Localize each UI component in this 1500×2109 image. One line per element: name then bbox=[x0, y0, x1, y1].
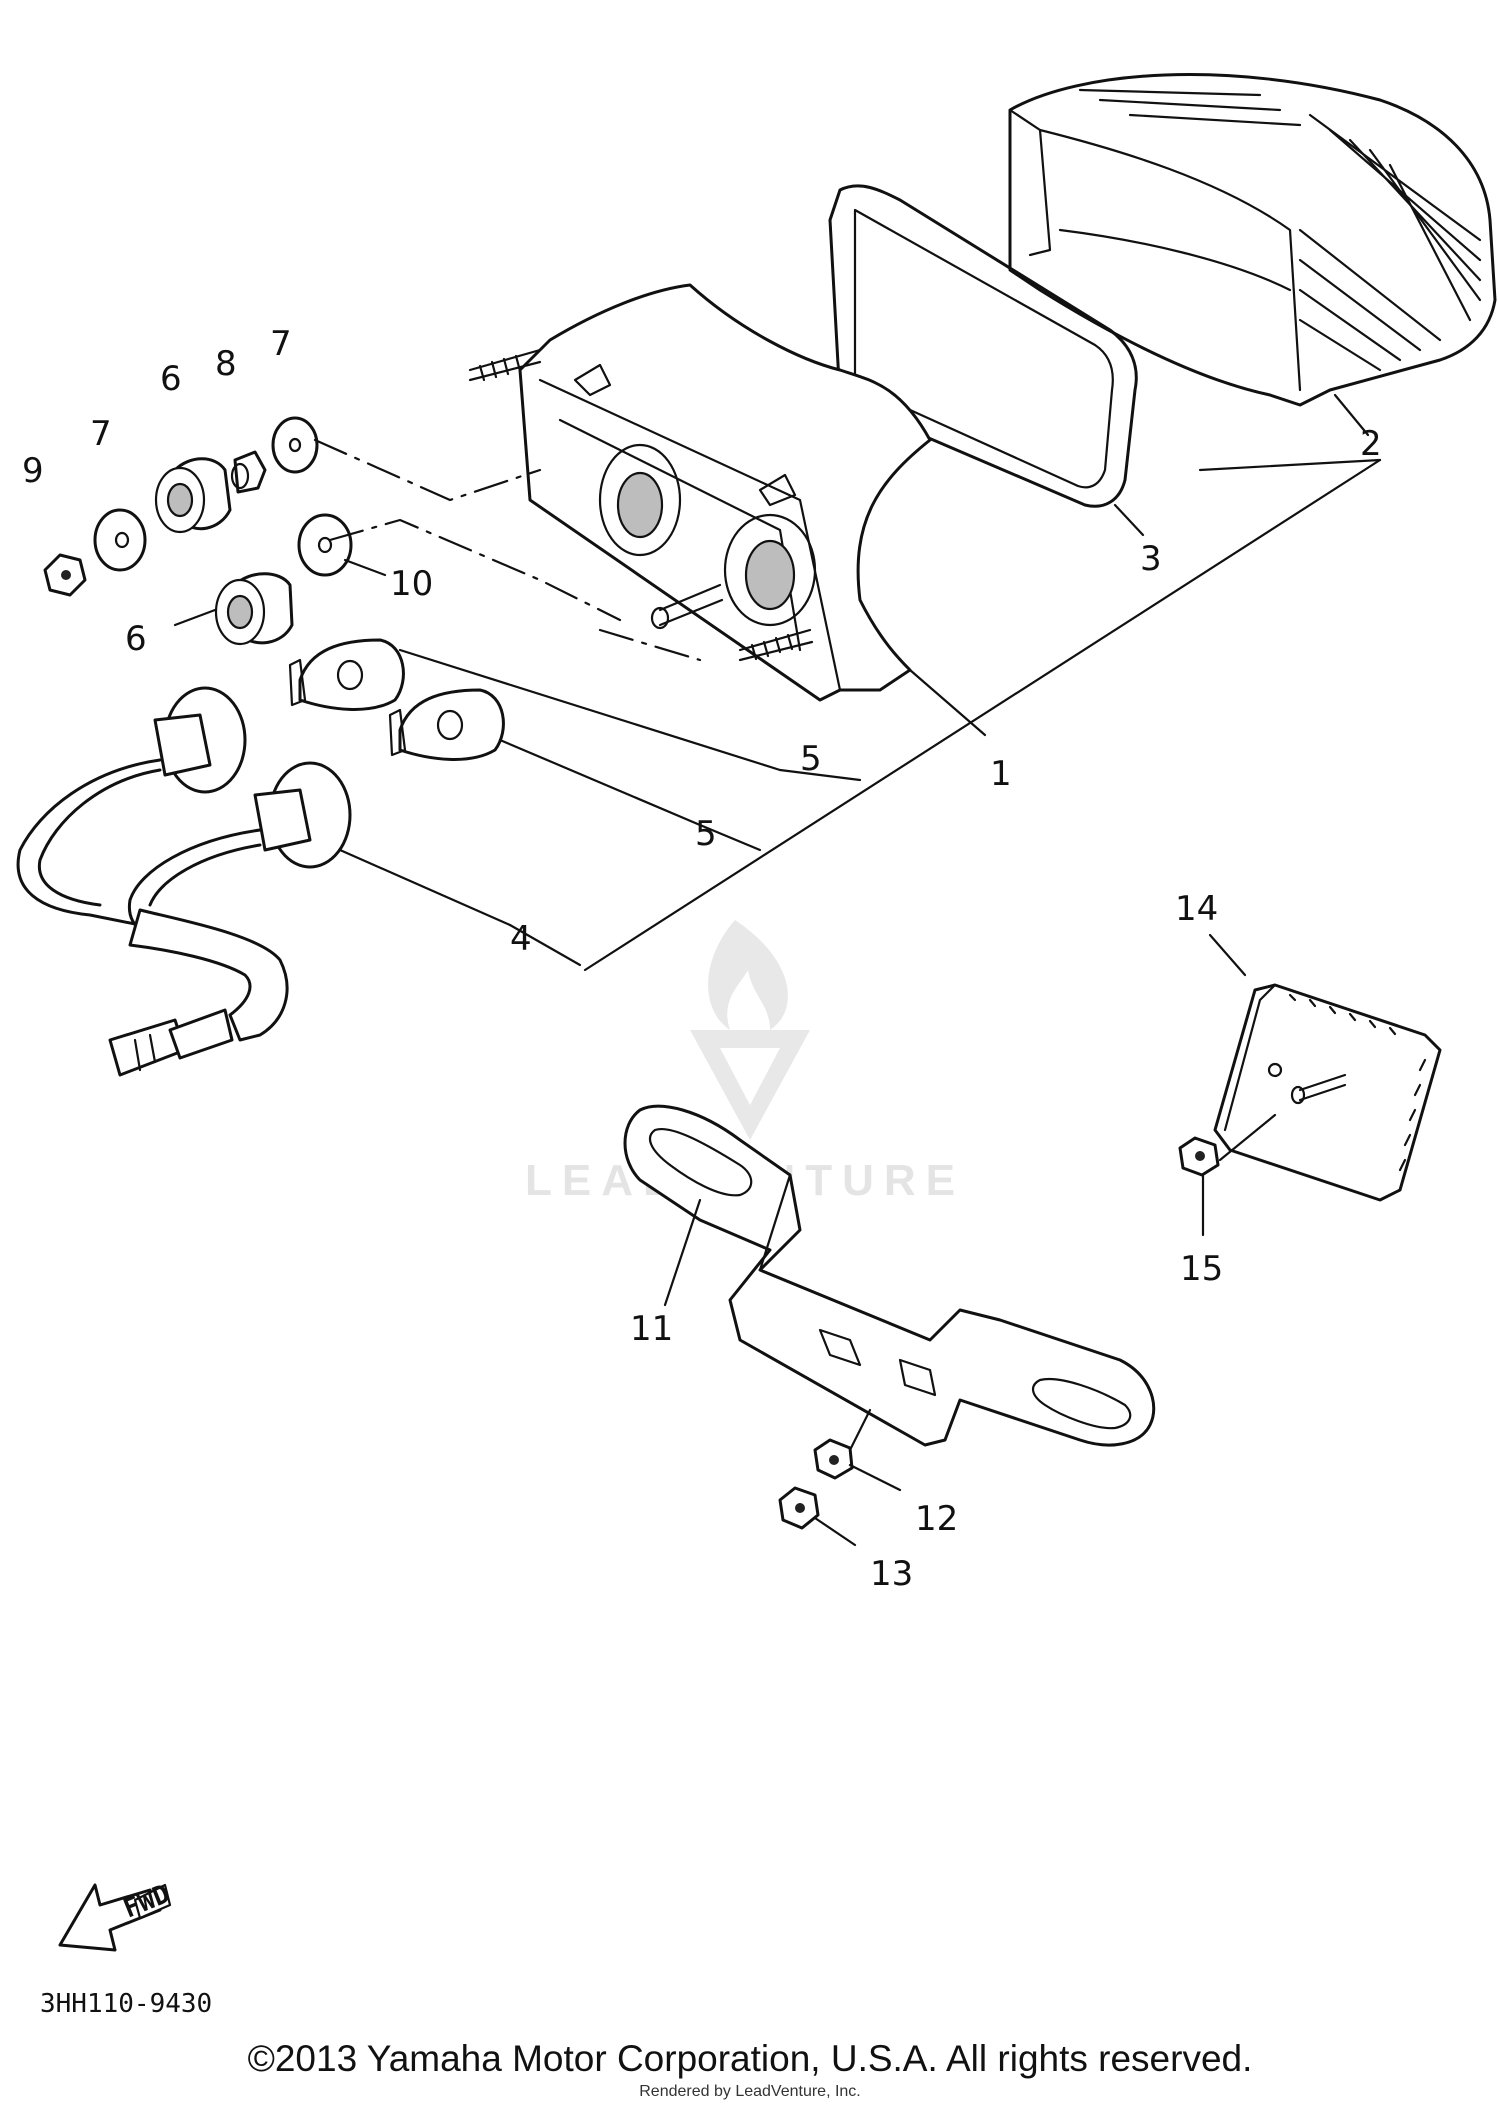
part-6-grommet-b[interactable] bbox=[214, 572, 294, 646]
part-2-lens[interactable] bbox=[1008, 73, 1497, 407]
callout-1: 1 bbox=[990, 754, 1012, 794]
callout-4: 4 bbox=[510, 919, 532, 959]
callout-14: 14 bbox=[1175, 889, 1218, 929]
part-5-bulb-b[interactable] bbox=[388, 688, 505, 761]
part-7-washer-a[interactable] bbox=[93, 508, 147, 572]
callout-7a: 7 bbox=[90, 414, 112, 454]
watermark-v-icon bbox=[690, 1030, 810, 1140]
part-8-collar[interactable] bbox=[230, 450, 267, 494]
part-9-nut[interactable] bbox=[43, 553, 87, 597]
copyright-text: ©2013 Yamaha Motor Corporation, U.S.A. A… bbox=[247, 2038, 1253, 2079]
callout-6b: 6 bbox=[125, 619, 147, 659]
part-1-housing[interactable] bbox=[468, 283, 932, 702]
leader-lines bbox=[173, 393, 1382, 1547]
callout-7b: 7 bbox=[270, 324, 292, 364]
callout-3: 3 bbox=[1140, 539, 1162, 579]
callout-5b: 5 bbox=[695, 814, 717, 854]
part-14-reflector[interactable] bbox=[1213, 983, 1442, 1202]
part-6-grommet-a[interactable] bbox=[154, 457, 232, 534]
callout-10: 10 bbox=[390, 564, 433, 604]
callout-12: 12 bbox=[915, 1499, 958, 1539]
diagram-code: 3HH110-9430 bbox=[40, 1989, 212, 2019]
callout-6a: 6 bbox=[160, 359, 182, 399]
callout-8: 8 bbox=[215, 344, 237, 384]
callout-13: 13 bbox=[870, 1554, 913, 1594]
part-5-bulb-a[interactable] bbox=[288, 638, 405, 711]
watermark-flame-icon bbox=[708, 920, 788, 1030]
fwd-arrow-icon: FWD bbox=[58, 1879, 174, 1952]
part-7-washer-b[interactable] bbox=[271, 416, 319, 474]
callout-15: 15 bbox=[1180, 1249, 1223, 1289]
part-11-bracket[interactable] bbox=[623, 1104, 1156, 1447]
callouts: 2 3 1 5 5 4 9 7 6 8 7 10 6 11 12 13 14 1… bbox=[22, 324, 1382, 1594]
callout-5a: 5 bbox=[800, 739, 822, 779]
part-13-nut[interactable] bbox=[778, 1486, 820, 1530]
part-12-nut[interactable] bbox=[813, 1438, 854, 1480]
callout-2: 2 bbox=[1360, 424, 1382, 464]
part-4-socket-harness[interactable] bbox=[16, 686, 352, 1077]
part-10-washer[interactable] bbox=[297, 513, 353, 577]
part-15-nut[interactable] bbox=[1178, 1136, 1220, 1177]
part-3-gasket[interactable] bbox=[828, 184, 1138, 508]
callout-11: 11 bbox=[630, 1309, 673, 1349]
rendered-by-text: Rendered by LeadVenture, Inc. bbox=[639, 2083, 861, 2100]
callout-9: 9 bbox=[22, 451, 44, 491]
